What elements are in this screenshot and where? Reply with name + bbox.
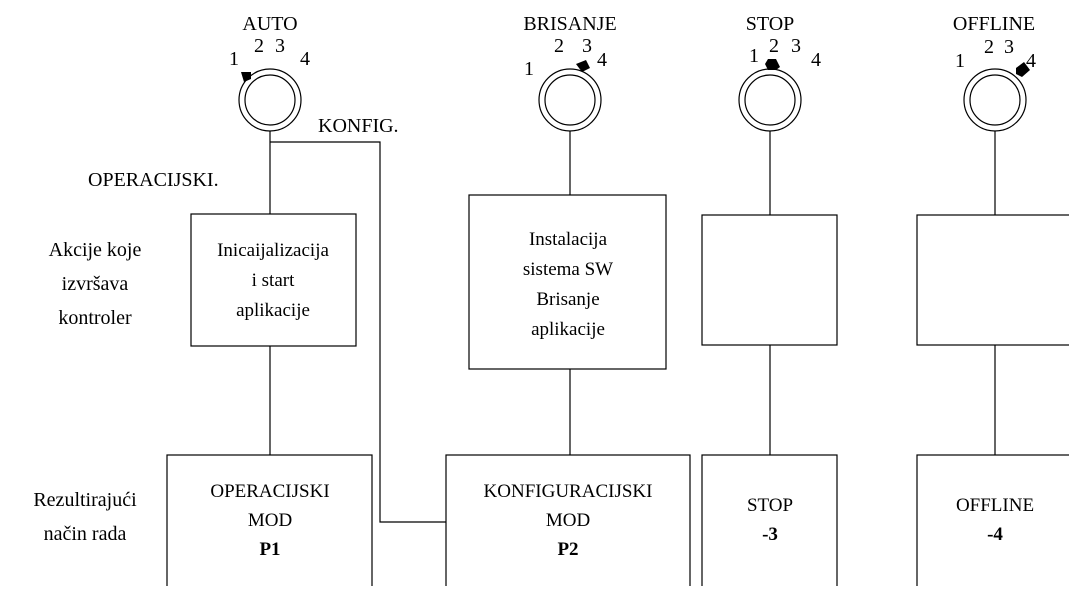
konfig-label: KONFIG. [318, 115, 399, 137]
mode-text: MOD [248, 510, 292, 531]
action-text: Inicaijalizacija [217, 240, 329, 261]
mode-code: P2 [557, 539, 578, 560]
switch-position-4: 4 [1026, 50, 1036, 72]
action-box [701, 214, 838, 346]
row-label-line: način rada [44, 523, 127, 545]
connector-lines [269, 131, 996, 523]
action-text: i start [252, 270, 295, 291]
switch-position-4: 4 [811, 49, 821, 71]
switch-position-4: 4 [597, 49, 607, 71]
mode-box-konfiguracijski: KONFIGURACIJSKI MOD P2 [445, 454, 691, 591]
operacijski-label: OPERACIJSKI. [88, 169, 219, 191]
switch-offline: OFFLINE 1 2 3 4 [953, 13, 1036, 132]
action-box-brisanje: Instalacija sistema SW Brisanje aplikaci… [468, 194, 667, 370]
action-box-auto: Inicaijalizacija i start aplikacije [190, 213, 357, 347]
switch-stop: STOP 1 2 3 4 [738, 13, 821, 132]
row-label-result: Rezultirajući način rada [33, 489, 137, 545]
switch-dial-inner [969, 74, 1021, 126]
switch-position-3: 3 [275, 35, 285, 57]
row-label-line: Akcije koje [49, 239, 142, 261]
switch-position-2: 2 [769, 35, 779, 57]
mode-text: OFFLINE [956, 495, 1034, 516]
konfig-branch-line [270, 141, 446, 523]
action-box [190, 213, 357, 347]
mode-box-operacijski: OPERACIJSKI MOD P1 [166, 454, 373, 591]
row-label-line: kontroler [58, 307, 132, 329]
action-text: Instalacija [529, 229, 608, 250]
switch-dial-outer [538, 68, 602, 132]
row-label-line: Rezultirajući [33, 489, 137, 511]
mode-box [445, 454, 691, 591]
action-text: aplikacije [531, 319, 605, 340]
action-box-stop [701, 214, 838, 346]
mode-text: MOD [546, 510, 590, 531]
switch-pointer-icon [576, 60, 590, 72]
mode-box-offline: OFFLINE -4 [916, 454, 1069, 591]
action-box-offline [916, 214, 1069, 346]
switch-dial-inner [244, 74, 296, 126]
mode-text: KONFIGURACIJSKI [484, 481, 653, 502]
switch-title: STOP [746, 13, 795, 35]
switch-brisanje: BRISANJE 1 2 3 4 [523, 13, 617, 132]
switch-position-3: 3 [582, 35, 592, 57]
row-label-line: izvršava [62, 273, 129, 295]
switch-position-2: 2 [254, 35, 264, 57]
switch-pointer-icon [765, 59, 780, 70]
action-box [916, 214, 1069, 346]
switch-pointer-icon [1016, 62, 1030, 77]
switch-position-2: 2 [554, 35, 564, 57]
mode-box [701, 454, 838, 591]
switch-dial-inner [744, 74, 796, 126]
switch-position-1: 1 [229, 48, 239, 70]
switch-position-1: 1 [749, 45, 759, 67]
switch-title: OFFLINE [953, 13, 1035, 35]
action-box [468, 194, 667, 370]
mode-code: -3 [762, 524, 778, 545]
switch-dial-inner [544, 74, 596, 126]
switch-position-1: 1 [524, 58, 534, 80]
row-label-actions: Akcije koje izvršava kontroler [49, 239, 142, 329]
mode-box [916, 454, 1069, 591]
action-text: Brisanje [536, 289, 599, 310]
mode-text: OPERACIJSKI [210, 481, 329, 502]
switch-auto: AUTO 1 2 3 4 [229, 13, 310, 132]
mode-box [166, 454, 373, 591]
switch-position-4: 4 [300, 48, 310, 70]
mode-text: STOP [747, 495, 793, 516]
action-text: aplikacije [236, 300, 310, 321]
switch-title: BRISANJE [523, 13, 616, 35]
mode-code: -4 [987, 524, 1003, 545]
switch-dial-outer [963, 68, 1027, 132]
switch-title: AUTO [242, 13, 297, 35]
switch-position-2: 2 [984, 36, 994, 58]
mode-code: P1 [259, 539, 280, 560]
switch-pointer-icon [241, 72, 251, 82]
switch-position-1: 1 [955, 50, 965, 72]
switch-dial-outer [738, 68, 802, 132]
action-text: sistema SW [523, 259, 613, 280]
switch-position-3: 3 [1004, 36, 1014, 58]
switch-position-3: 3 [791, 35, 801, 57]
mode-box-stop: STOP -3 [701, 454, 838, 591]
